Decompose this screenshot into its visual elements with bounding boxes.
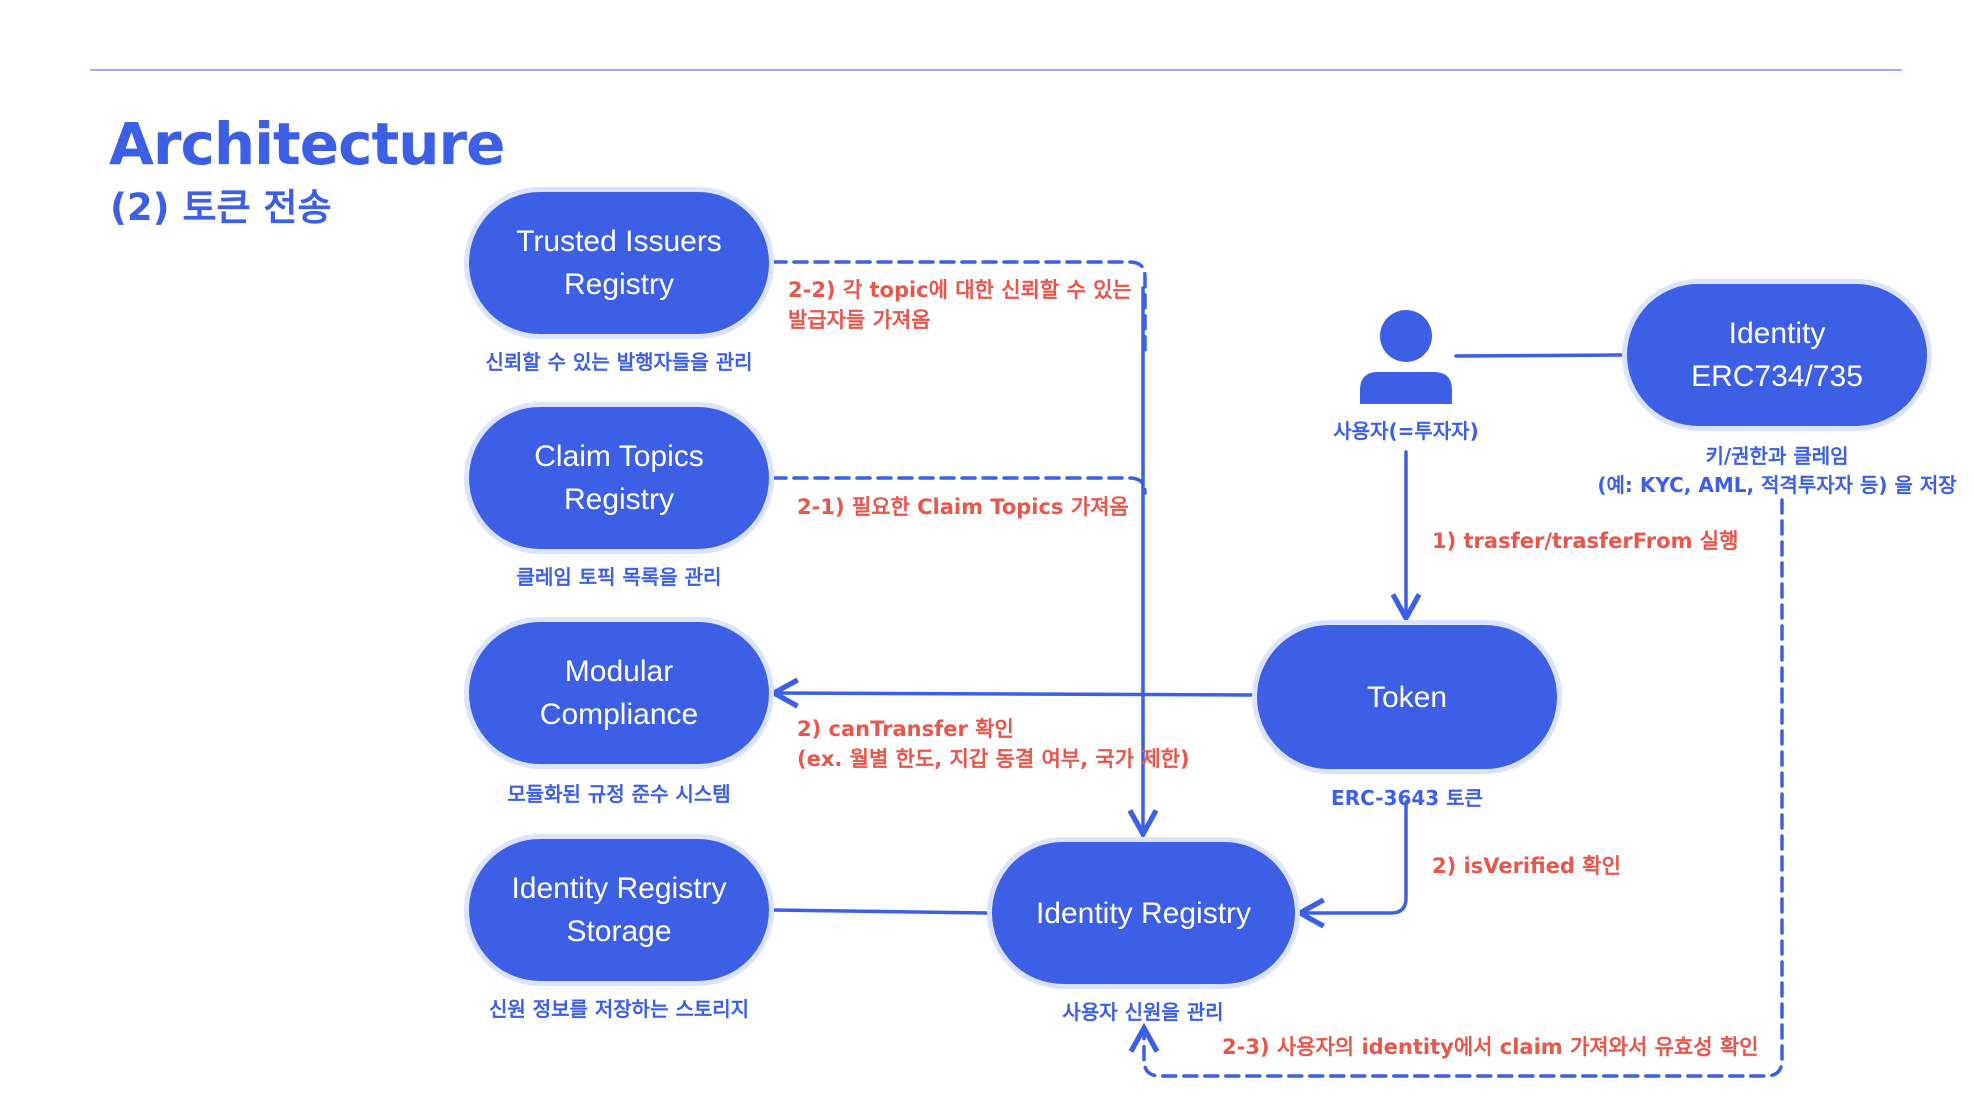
user-icon	[1360, 310, 1452, 404]
identity-label: Identity ERC734/735	[1691, 317, 1863, 393]
claim-topics-registry-label: Claim Topics Registry	[534, 440, 704, 516]
step-2-verify-label: 2) isVerified 확인	[1432, 854, 1621, 878]
token-label: Token	[1366, 680, 1448, 714]
identity-registry-storage-caption: 신원 정보를 저장하는 스토리지	[488, 997, 750, 1021]
trusted-issuers-registry-node: Trusted Issuers Registry	[464, 187, 774, 339]
identity-registry-storage-label: Identity Registry Storage	[511, 872, 727, 948]
edge-2-3-identity-claim	[1144, 498, 1784, 1078]
step-2-2-label: 2-2) 각 topic에 대한 신뢰할 수 있는 발급자들 가져옴	[788, 278, 1132, 332]
edge-registry-storage	[771, 908, 989, 915]
edge-user-identity	[1454, 353, 1624, 358]
claim-topics-caption: 클레임 토픽 목록을 관리	[516, 565, 722, 589]
identity-registry-storage-node: Identity Registry Storage	[464, 834, 774, 986]
step-2-1-label: 2-1) 필요한 Claim Topics 가져옴	[797, 495, 1129, 519]
step-2-label: 2) canTransfer 확인 (ex. 월별 한도, 지갑 동결 여부, …	[797, 717, 1190, 771]
step-1-label: 1) trasfer/trasferFrom 실행	[1432, 529, 1739, 553]
edge-token-compliance	[774, 693, 1254, 695]
identity-caption: 키/권한과 클레임 (예: KYC, AML, 적격투자자 등) 을 저장	[1597, 444, 1957, 497]
trusted-issuers-caption: 신뢰할 수 있는 발행자들을 관리	[485, 350, 753, 374]
top-divider	[90, 69, 1902, 71]
token-caption: ERC-3643 토큰	[1331, 786, 1483, 810]
modular-compliance-node: Modular Compliance	[464, 617, 774, 769]
modular-compliance-label: Modular Compliance	[539, 655, 699, 731]
step-2-3-label: 2-3) 사용자의 identity에서 claim 가져와서 유효성 확인	[1222, 1035, 1759, 1059]
identity-registry-label: Identity Registry	[1035, 896, 1252, 930]
trusted-issuers-registry-label: Trusted Issuers Registry	[516, 225, 722, 301]
page-title: Architecture	[109, 110, 505, 178]
token-node: Token	[1252, 620, 1562, 774]
user-caption: 사용자(=투자자)	[1333, 419, 1479, 443]
identity-registry-node: Identity Registry	[987, 837, 1300, 989]
identity-registry-caption: 사용자 신원을 관리	[1062, 1000, 1224, 1024]
identity-node: Identity ERC734/735	[1622, 279, 1932, 431]
page-subtitle: (2) 토큰 전송	[110, 186, 332, 229]
edge-token-registry	[1300, 800, 1408, 913]
edge-2-1-claim-topics	[771, 476, 1147, 495]
edge-2-2-trusted-issuers	[771, 260, 1147, 354]
claim-topics-registry-node: Claim Topics Registry	[464, 402, 774, 554]
modular-compliance-caption: 모듈화된 규정 준수 시스템	[507, 782, 731, 806]
